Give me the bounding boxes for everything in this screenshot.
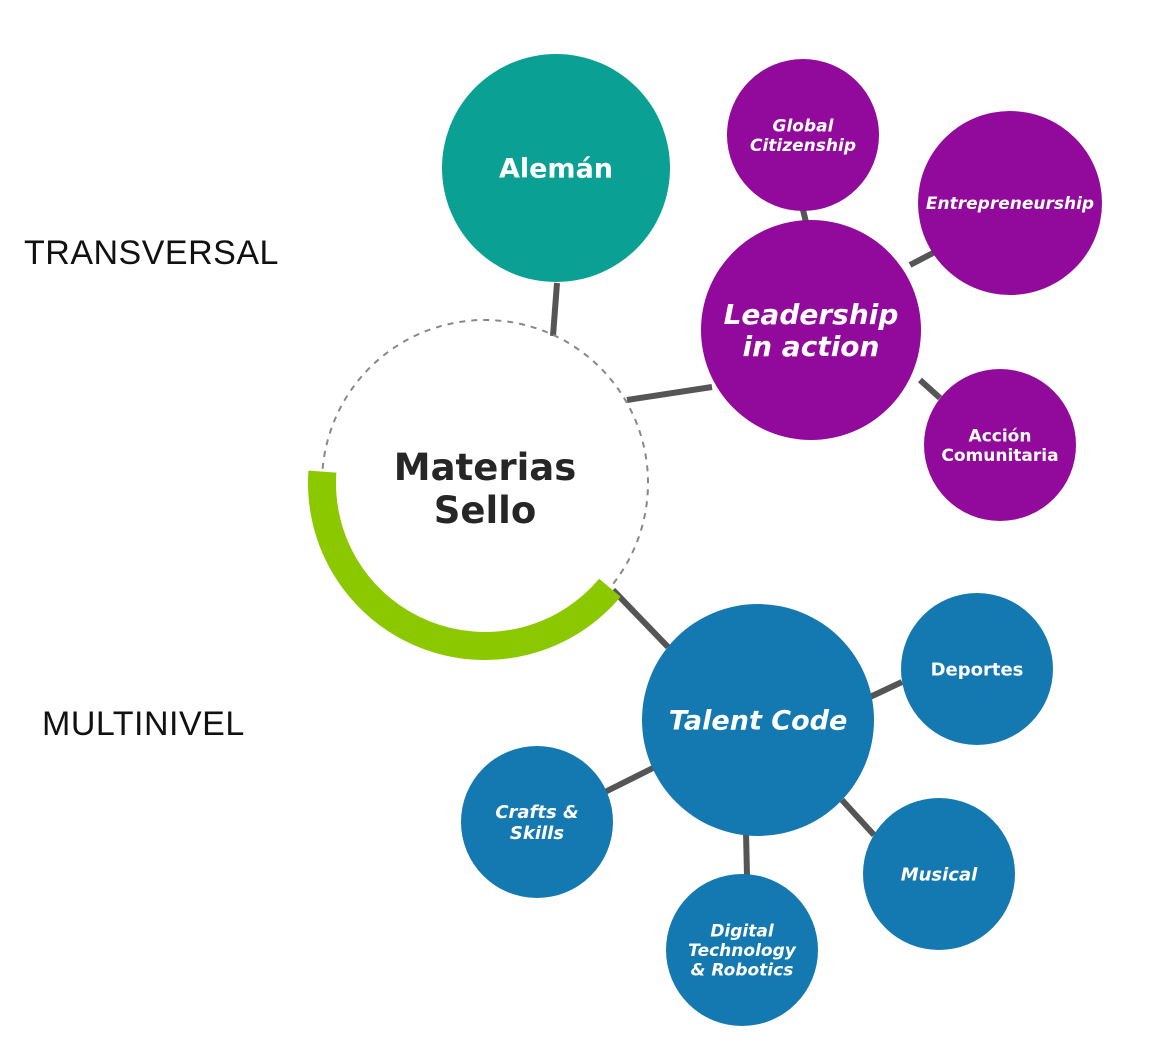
crafts-skills-circle (461, 746, 613, 898)
accion-comunitaria-label-line: Comunitaria (941, 446, 1058, 466)
center-dashed-arc (321, 319, 649, 593)
deportes-node: Deportes (901, 593, 1053, 745)
talent-code-label: Talent Code (669, 706, 848, 737)
crafts-skills-node: Crafts &Skills (461, 746, 613, 898)
musical-label-line: Musical (901, 864, 978, 885)
talent-code-node: Talent Code (642, 604, 874, 836)
digital-technology-label-line: Technology (688, 941, 797, 961)
aleman-circle (442, 54, 670, 282)
global-citizenship-connector (800, 209, 809, 223)
global-citizenship-label-line: Global (773, 116, 835, 136)
deportes-label: Deportes (931, 659, 1024, 680)
global-citizenship-label-line: Citizenship (750, 136, 856, 156)
aleman-label-line: Alemán (499, 154, 613, 185)
talent-code-circle (642, 604, 874, 836)
deportes-connector (868, 679, 904, 700)
entrepreneurship-connector (908, 249, 937, 268)
musical-label: Musical (901, 864, 978, 885)
accion-comunitaria-label-line: Acción (969, 426, 1032, 446)
multinivel-label: MULTINIVEL (42, 705, 245, 743)
leadership-label-line: in action (743, 330, 880, 363)
aleman-label: Alemán (499, 154, 613, 185)
entrepreneurship-node: Entrepreneurship (918, 111, 1102, 295)
center-title-line: Materias (394, 446, 577, 489)
digital-technology-circle (666, 874, 818, 1026)
deportes-circle (901, 593, 1053, 745)
digital-technology-label-line: Digital (710, 922, 775, 942)
talent-code-label-line: Talent Code (669, 706, 848, 737)
crafts-skills-label: Crafts &Skills (495, 802, 578, 844)
aleman-connector (550, 282, 560, 337)
crafts-skills-label-line: Skills (510, 823, 564, 844)
leadership-circle (701, 220, 921, 440)
digital-technology-connector (743, 831, 750, 877)
accion-comunitaria-circle (924, 369, 1076, 521)
entrepreneurship-label-line: Entrepreneurship (926, 194, 1094, 214)
global-citizenship-circle (727, 59, 879, 211)
center-green-arc (308, 470, 621, 660)
center-title-line: Sello (434, 489, 537, 532)
talent-code-connector (610, 587, 671, 650)
aleman-node: Alemán (442, 54, 670, 282)
crafts-skills-connector (603, 765, 655, 795)
connectors (550, 209, 943, 877)
accion-comunitaria-connector (917, 377, 943, 401)
leadership-connector (626, 384, 713, 403)
deportes-label-line: Deportes (931, 659, 1024, 680)
musical-connector (839, 797, 877, 838)
transversal-label: TRANSVERSAL (24, 234, 279, 272)
entrepreneurship-label: Entrepreneurship (926, 194, 1094, 214)
leadership-label-line: Leadership (724, 298, 899, 331)
digital-technology-label-line: & Robotics (691, 961, 794, 981)
musical-circle (863, 798, 1015, 950)
musical-node: Musical (863, 798, 1015, 950)
crafts-skills-label-line: Crafts & (495, 802, 578, 823)
entrepreneurship-circle (918, 111, 1102, 295)
